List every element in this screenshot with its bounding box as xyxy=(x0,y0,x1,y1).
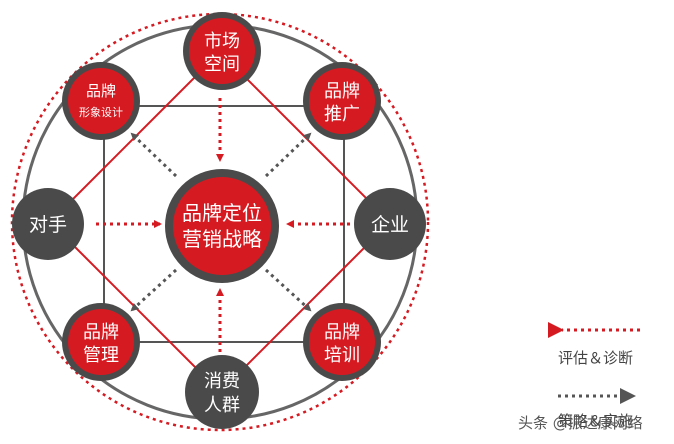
node-top-line1: 市场 xyxy=(204,31,240,52)
node-market-space: 市场 空间 xyxy=(183,12,261,90)
node-top-line2: 空间 xyxy=(204,54,240,75)
center-line1: 品牌定位 xyxy=(182,201,262,225)
node-top-left-line2: 形象设计 xyxy=(79,106,123,119)
node-top-left-line1: 品牌 xyxy=(86,82,116,100)
node-brand-promotion: 品牌 推广 xyxy=(303,62,381,140)
node-competitors: 对手 xyxy=(12,188,84,260)
arrow-center-to-top-right xyxy=(264,132,312,178)
node-bottom-right-line1: 品牌 xyxy=(324,322,360,343)
node-brand-image-design: 品牌 形象设计 xyxy=(62,62,140,140)
outer-dotted-ring xyxy=(10,12,430,432)
node-consumers: 消费 人群 xyxy=(185,355,259,429)
arrow-center-to-top-left xyxy=(130,132,178,178)
node-bottom-right-line2: 培训 xyxy=(324,345,360,366)
node-brand-management: 品牌 管理 xyxy=(62,303,140,381)
legend: 评估＆诊断 策略＆实施 xyxy=(548,322,640,430)
node-bottom-line1: 消费 xyxy=(204,371,240,392)
node-bottom-left-line2: 管理 xyxy=(83,345,119,366)
legend-evaluate-label: 评估＆诊断 xyxy=(558,349,633,367)
center-node: 品牌定位 营销战略 xyxy=(165,169,279,283)
node-top-right-line1: 品牌 xyxy=(324,81,360,102)
node-bottom-line2: 人群 xyxy=(204,395,240,416)
node-enterprise: 企业 xyxy=(354,188,426,260)
center-line2: 营销战略 xyxy=(182,227,262,251)
arrow-center-to-bottom-left xyxy=(130,268,178,312)
node-top-right-line2: 推广 xyxy=(324,104,360,125)
node-right-line1: 企业 xyxy=(371,214,409,236)
arrow-center-to-bottom-right xyxy=(264,268,312,312)
node-brand-training: 品牌 培训 xyxy=(303,303,381,381)
watermark: 头条 @振达康网络 xyxy=(518,414,643,432)
legend-strategy-label: 策略＆实施 xyxy=(558,412,633,430)
node-bottom-left-line1: 品牌 xyxy=(83,322,119,343)
node-left-line1: 对手 xyxy=(29,214,67,236)
